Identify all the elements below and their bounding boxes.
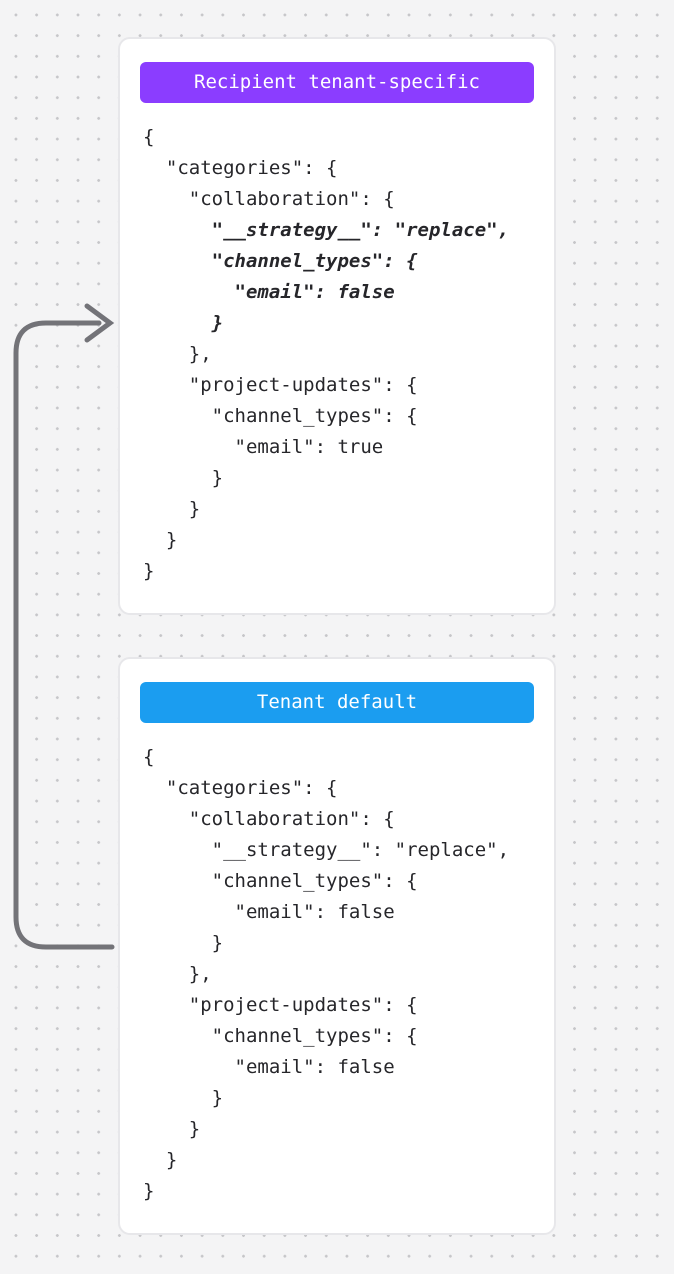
arrow-head (84, 303, 115, 343)
code-line: "collaboration": { (143, 188, 395, 210)
code-line: "email": true (143, 436, 384, 458)
tenant-default-badge: Tenant default (140, 682, 534, 723)
code-line: }, (143, 963, 212, 985)
code-line: "email": false (143, 901, 395, 923)
code-line: "email": false (143, 281, 395, 303)
code-line: "project-updates": { (143, 374, 418, 396)
code-line: } (143, 1087, 224, 1109)
code-line: "channel_types": { (143, 870, 418, 892)
code-line: } (143, 529, 178, 551)
code-line: } (143, 560, 155, 582)
code-line: "channel_types": { (143, 1025, 418, 1047)
recipient-tenant-specific-card: Recipient tenant-specific { "categories"… (118, 37, 556, 615)
code-line: "categories": { (143, 157, 338, 179)
code-line: "categories": { (143, 777, 338, 799)
code-line: "__strategy__": "replace", (143, 219, 510, 241)
code-line: } (143, 1149, 178, 1171)
code-line: "channel_types": { (143, 405, 418, 427)
arrow-line (13, 320, 115, 950)
code-line: } (143, 932, 224, 954)
code-line: } (143, 498, 201, 520)
code-line: } (143, 1180, 155, 1202)
code-line: { (143, 126, 155, 148)
code-line: "__strategy__": "replace", (143, 839, 510, 861)
code-line: "email": false (143, 1056, 395, 1078)
code-line: "collaboration": { (143, 808, 395, 830)
code-line: } (143, 1118, 201, 1140)
code-line: } (143, 312, 224, 334)
code-line: "project-updates": { (143, 994, 418, 1016)
code-line: }, (143, 343, 212, 365)
code-line: "channel_types": { (143, 250, 418, 272)
code-line: { (143, 746, 155, 768)
tenant-default-card: Tenant default { "categories": { "collab… (118, 657, 556, 1235)
code-line: } (143, 467, 224, 489)
tenant-default-json-code: { "categories": { "collaboration": { "__… (140, 742, 534, 1207)
recipient-tenant-specific-badge: Recipient tenant-specific (140, 62, 534, 103)
recipient-tenant-specific-json-code: { "categories": { "collaboration": { "__… (140, 122, 534, 587)
